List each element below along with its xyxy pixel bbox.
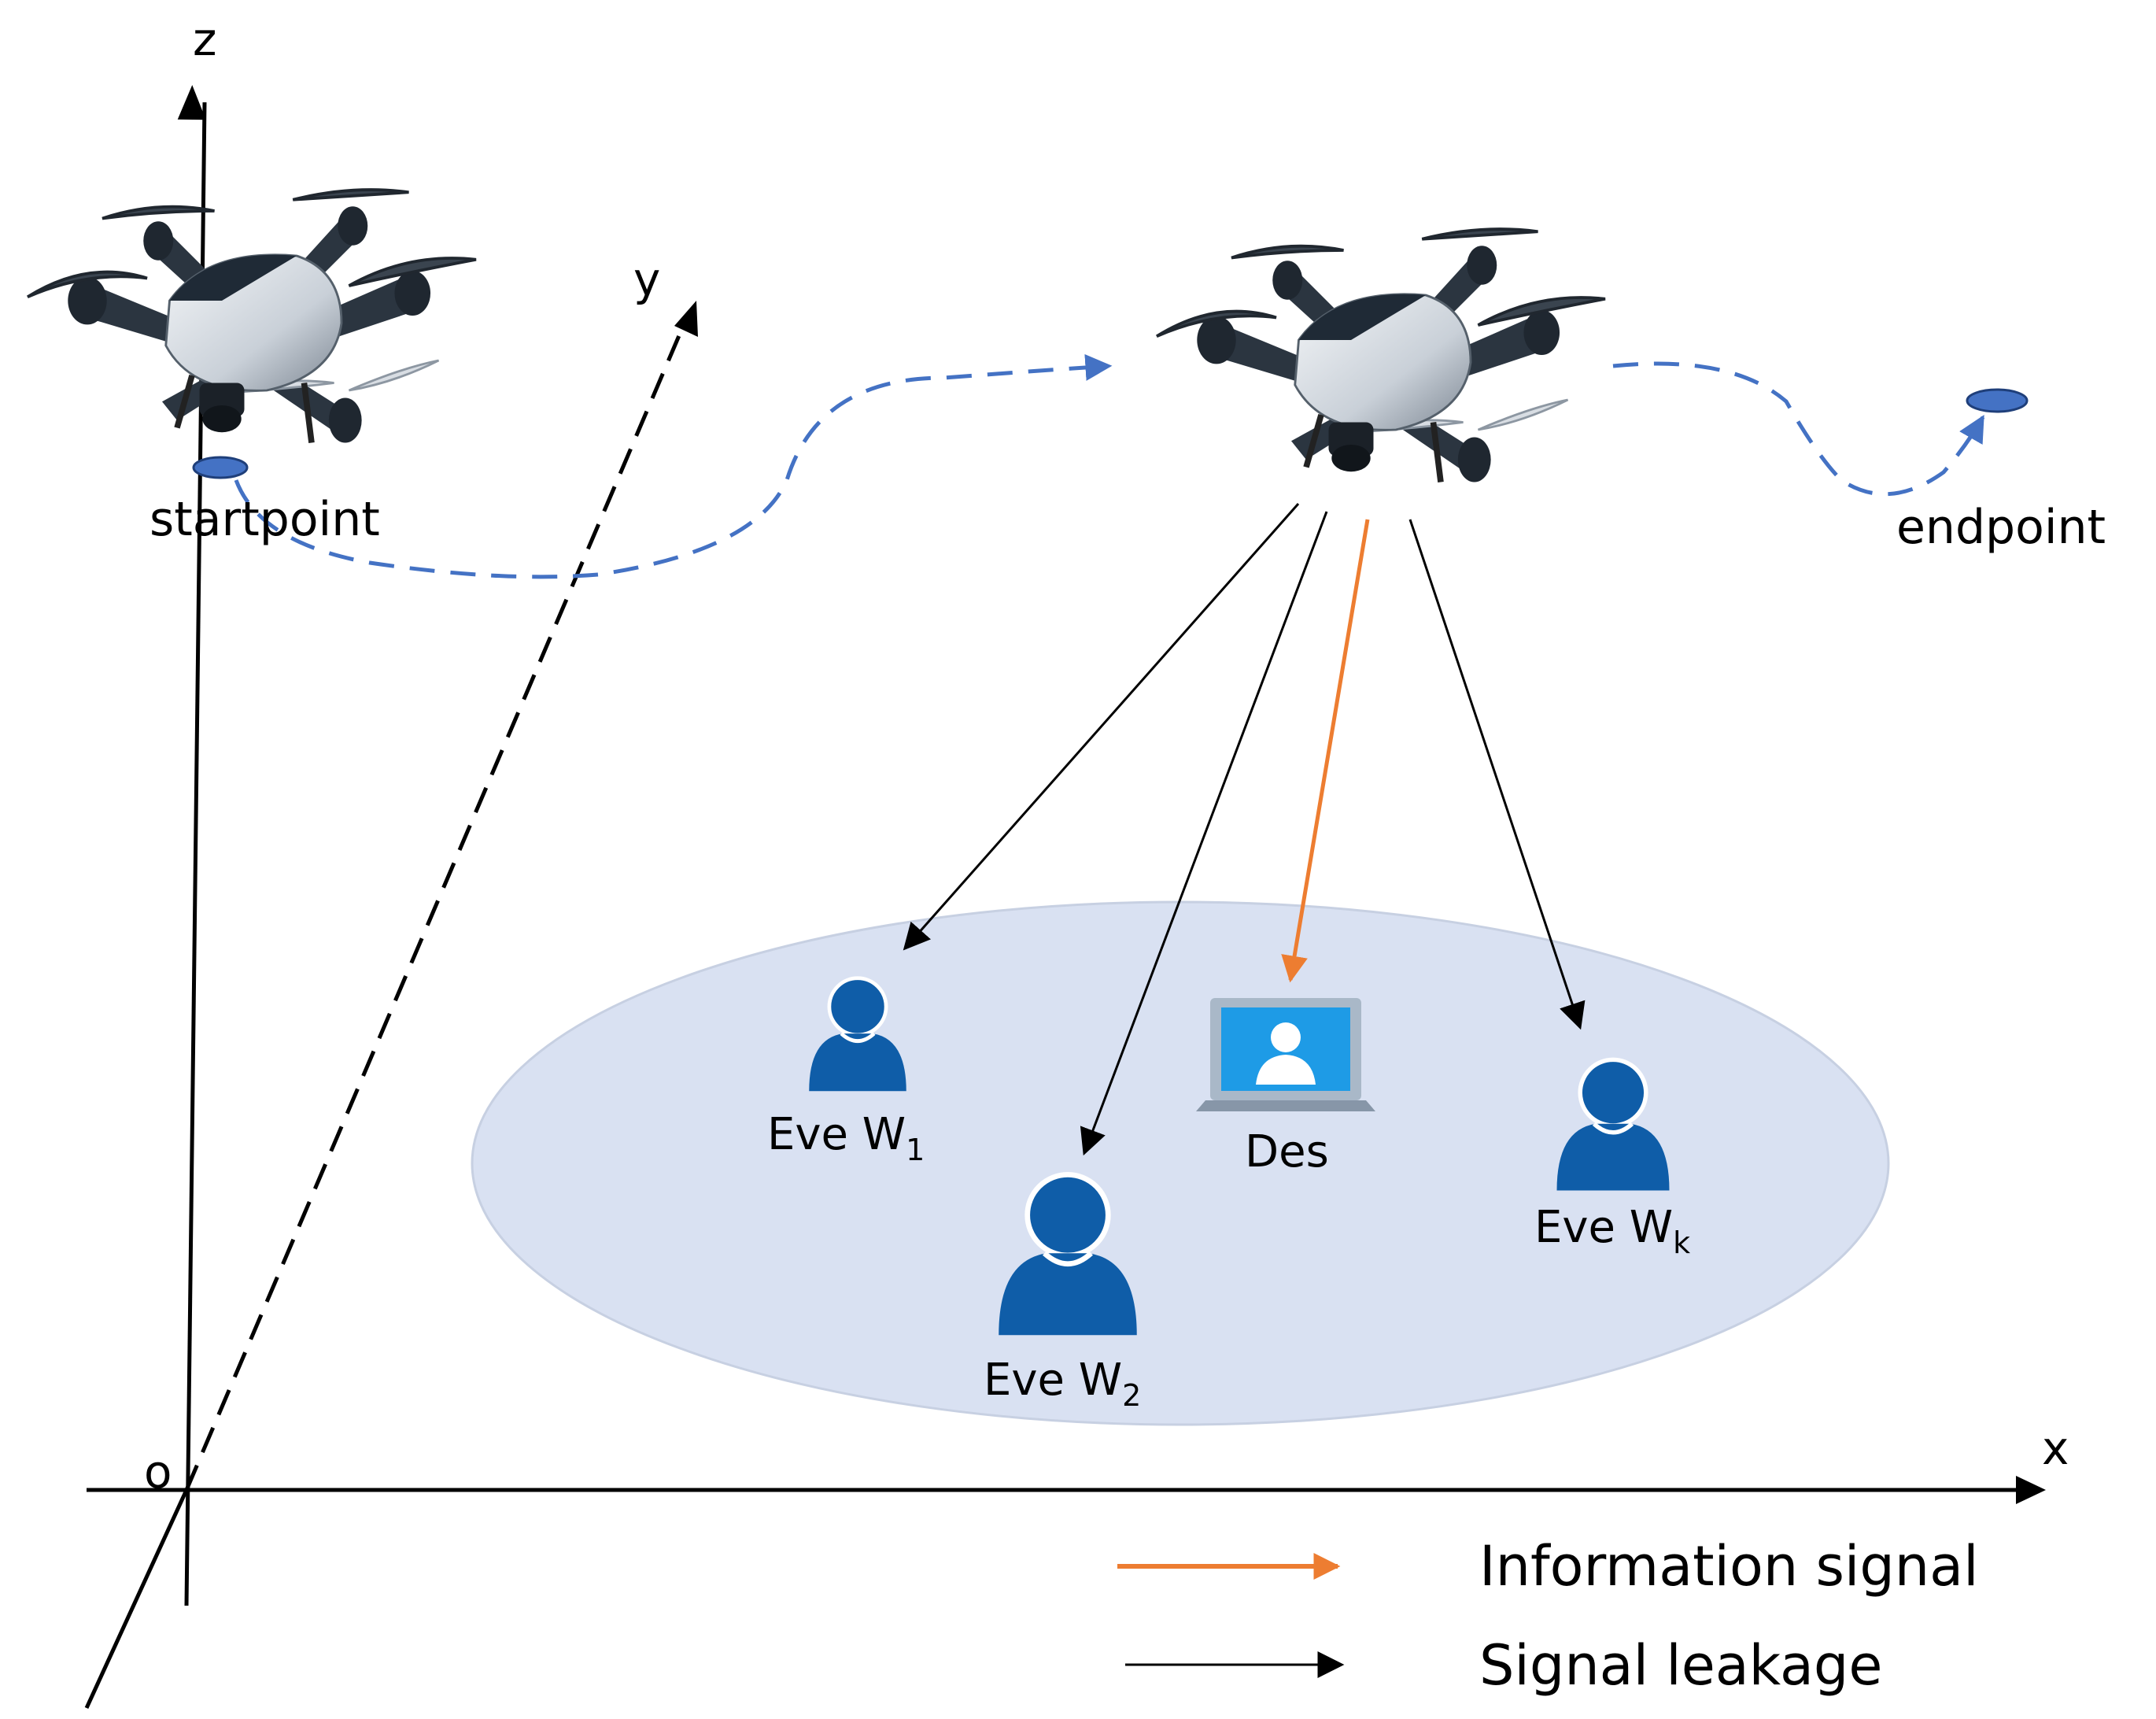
legend-leak-label: Signal leakage bbox=[1479, 1633, 1882, 1698]
eve-w1-label: Eve W1 bbox=[767, 1109, 925, 1167]
drone-icon bbox=[28, 190, 476, 442]
coverage-area bbox=[471, 900, 1890, 1426]
y-axis bbox=[184, 322, 687, 1491]
startpoint-marker bbox=[192, 456, 249, 479]
startpoint-label: startpoint bbox=[150, 492, 380, 547]
x-axis-arrowhead bbox=[2016, 1476, 2046, 1504]
endpoint-label: endpoint bbox=[1896, 500, 2106, 555]
eve-wk-label: Eve Wk bbox=[1534, 1202, 1690, 1260]
leakage-arrow-eve-wk bbox=[1408, 519, 1586, 1030]
uav-trajectory-segment-2 bbox=[1612, 361, 1985, 497]
legend: Information signal Signal leakage bbox=[1117, 1534, 1979, 1698]
uav-trajectory-segment-1 bbox=[234, 353, 1113, 579]
y-axis-negative bbox=[84, 1488, 189, 1710]
laptop-icon bbox=[1196, 998, 1375, 1111]
y-axis-label: y bbox=[633, 253, 660, 306]
eve-w2-label: Eve W2 bbox=[984, 1355, 1141, 1413]
legend-info-label: Information signal bbox=[1479, 1534, 1979, 1599]
leakage-arrow-eve-w1 bbox=[903, 503, 1300, 951]
z-axis-arrowhead bbox=[177, 85, 206, 120]
information-arrow-des bbox=[1281, 519, 1370, 983]
origin-label: o bbox=[144, 1445, 172, 1499]
x-axis-label: x bbox=[2042, 1421, 2069, 1475]
endpoint-marker bbox=[1966, 388, 2029, 413]
z-axis-label: z bbox=[193, 13, 216, 66]
drone-icon bbox=[1157, 229, 1605, 482]
des-label: Des bbox=[1245, 1126, 1329, 1177]
leakage-arrow-eve-w2 bbox=[1080, 511, 1328, 1156]
y-axis-arrowhead bbox=[674, 301, 698, 337]
